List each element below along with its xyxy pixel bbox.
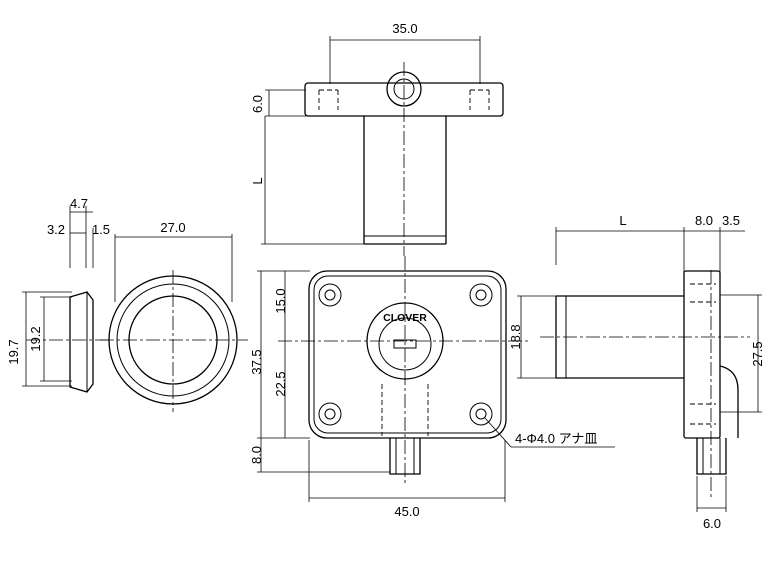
hidden-bolt-housing xyxy=(381,384,429,436)
mount-hole-top-right xyxy=(469,283,493,307)
logo-text: CLOVER xyxy=(383,312,427,324)
front-view: CLOVER 15.0 37.5 22.5 8.0 45.0 4-Φ4.0 アナ… xyxy=(249,256,615,519)
dim-left-c: 1.5 xyxy=(92,222,110,237)
left-side-profile: 4.7 3.2 1.5 19.7 19.2 xyxy=(6,196,110,393)
dim-front-width: 45.0 xyxy=(394,504,419,519)
dim-left-a: 4.7 xyxy=(70,196,88,211)
dim-front-total: 37.5 xyxy=(249,349,264,374)
top-body-cylinder xyxy=(363,116,447,245)
dim-top-length: L xyxy=(250,177,265,184)
front-plate xyxy=(308,270,507,439)
dim-right-b: 3.5 xyxy=(722,213,740,228)
dim-front-bottom: 8.0 xyxy=(249,446,264,464)
dim-front-upper: 15.0 xyxy=(273,288,288,313)
right-bolt-housing xyxy=(719,365,739,438)
dim-left-d: 27.0 xyxy=(160,220,185,235)
hole-note: 4-Φ4.0 アナ皿 xyxy=(515,431,597,446)
front-plate-inner xyxy=(313,275,502,434)
right-body-cylinder xyxy=(555,295,684,379)
dim-front-lower: 22.5 xyxy=(273,371,288,396)
right-view: L 8.0 3.5 18.8 27.5 6.0 xyxy=(508,213,765,531)
top-hidden-hole-right xyxy=(469,89,490,110)
top-view: 35.0 6.0 L xyxy=(250,21,504,256)
dim-right-length: L xyxy=(619,213,626,228)
dim-left-f: 19.2 xyxy=(28,326,43,351)
top-hidden-hole-left xyxy=(318,89,339,110)
dim-right-height: 27.5 xyxy=(750,341,765,366)
dim-left-b: 3.2 xyxy=(47,222,65,237)
dim-right-diameter: 18.8 xyxy=(508,324,523,349)
mount-hole-top-left xyxy=(318,283,342,307)
right-hidden-holes xyxy=(690,283,716,425)
washer-profile xyxy=(69,291,94,393)
dim-right-pin: 6.0 xyxy=(703,516,721,531)
dim-top-width: 35.0 xyxy=(392,21,417,36)
mount-hole-bottom-left xyxy=(318,402,342,426)
mount-hole-bottom-right xyxy=(469,402,493,426)
right-bolt xyxy=(696,438,727,475)
dim-left-e: 19.7 xyxy=(6,339,21,364)
dim-right-a: 8.0 xyxy=(695,213,713,228)
hole-note-leader xyxy=(484,417,512,448)
ring-view: 27.0 xyxy=(100,220,248,412)
cylinder-face-inner xyxy=(378,317,432,371)
dim-top-flange: 6.0 xyxy=(250,95,265,113)
right-plate xyxy=(683,270,721,439)
